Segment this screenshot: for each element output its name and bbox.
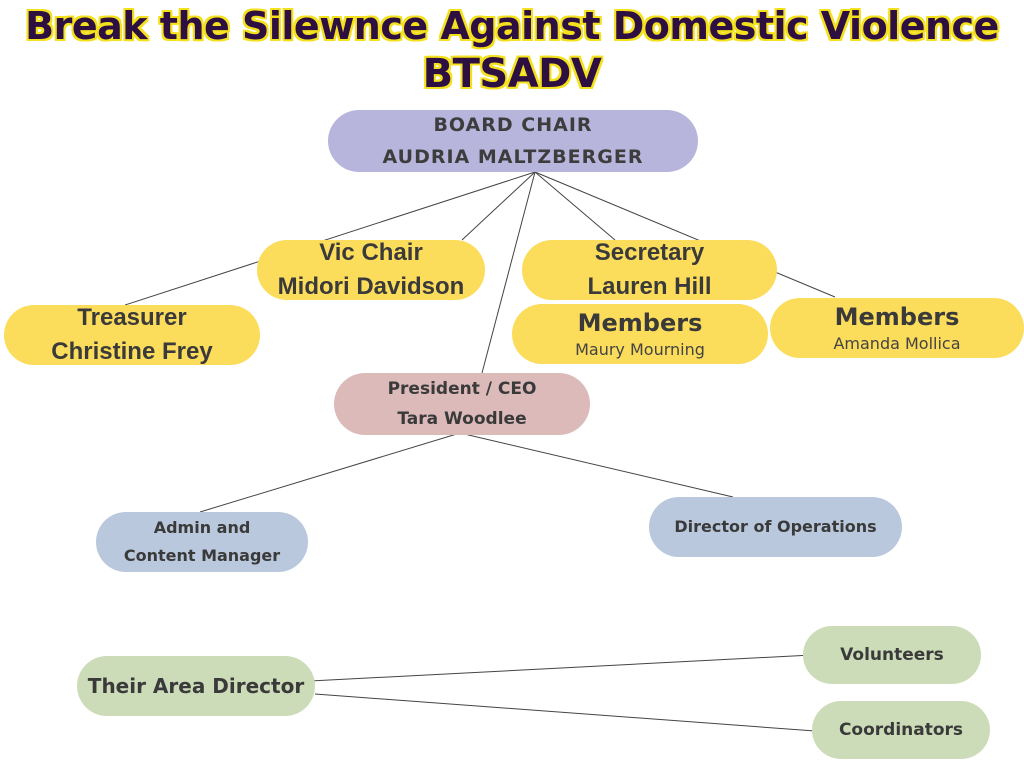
line-area-volunteers <box>309 654 813 682</box>
treasurer-node: Treasurer Christine Frey <box>4 304 260 365</box>
line-chair-secretary <box>534 171 616 241</box>
board-chair-node: BOARD CHAIR AUDRIA MALTZBERGER <box>328 110 698 172</box>
secretary-role: Secretary <box>594 239 705 266</box>
board-chair-role: BOARD CHAIR <box>433 114 593 136</box>
secretary-node: Secretary Lauren Hill <box>522 239 777 300</box>
admin-line2: Content Manager <box>123 546 281 565</box>
director-operations-label: Director of Operations <box>674 517 877 536</box>
admin-line1: Admin and <box>153 518 251 537</box>
vice-chair-name: Midori Davidson <box>277 273 465 300</box>
coordinators-node: Coordinators <box>812 701 990 759</box>
volunteers-label: Volunteers <box>840 645 944 665</box>
page-subtitle: BTSADV <box>422 51 602 97</box>
line-chair-president <box>481 171 536 374</box>
president-role: President / CEO <box>387 379 537 399</box>
members-1-role: Members <box>577 309 703 337</box>
members-2-name: Amanda Mollica <box>833 334 961 353</box>
line-ceo-director <box>459 432 734 498</box>
area-director-node: Their Area Director <box>77 656 315 716</box>
line-chair-treasurer <box>124 171 536 306</box>
members-node-1: Members Maury Mourning <box>512 304 768 364</box>
secretary-name: Lauren Hill <box>587 273 712 300</box>
line-chair-vicechair <box>461 171 536 241</box>
members-1-name: Maury Mourning <box>575 340 705 359</box>
admin-content-manager-node: Admin and Content Manager <box>96 512 308 572</box>
volunteers-node: Volunteers <box>803 626 981 684</box>
president-node: President / CEO Tara Woodlee <box>334 373 590 435</box>
director-operations-node: Director of Operations <box>649 497 902 557</box>
vice-chair-role: Vic Chair <box>319 239 423 266</box>
president-name: Tara Woodlee <box>397 409 527 429</box>
line-ceo-admin <box>199 432 461 513</box>
line-chair-members <box>534 171 836 298</box>
treasurer-name: Christine Frey <box>51 338 213 365</box>
members-node-2: Members Amanda Mollica <box>770 298 1024 358</box>
page-title: Break the Silewnce Against Domestic Viol… <box>25 4 999 48</box>
members-2-role: Members <box>834 303 960 331</box>
area-director-label: Their Area Director <box>87 674 305 698</box>
coordinators-label: Coordinators <box>838 720 964 740</box>
line-area-coordinators <box>314 693 816 732</box>
board-chair-name: AUDRIA MALTZBERGER <box>382 146 644 168</box>
vice-chair-node: Vic Chair Midori Davidson <box>257 239 485 300</box>
treasurer-role: Treasurer <box>77 304 187 331</box>
